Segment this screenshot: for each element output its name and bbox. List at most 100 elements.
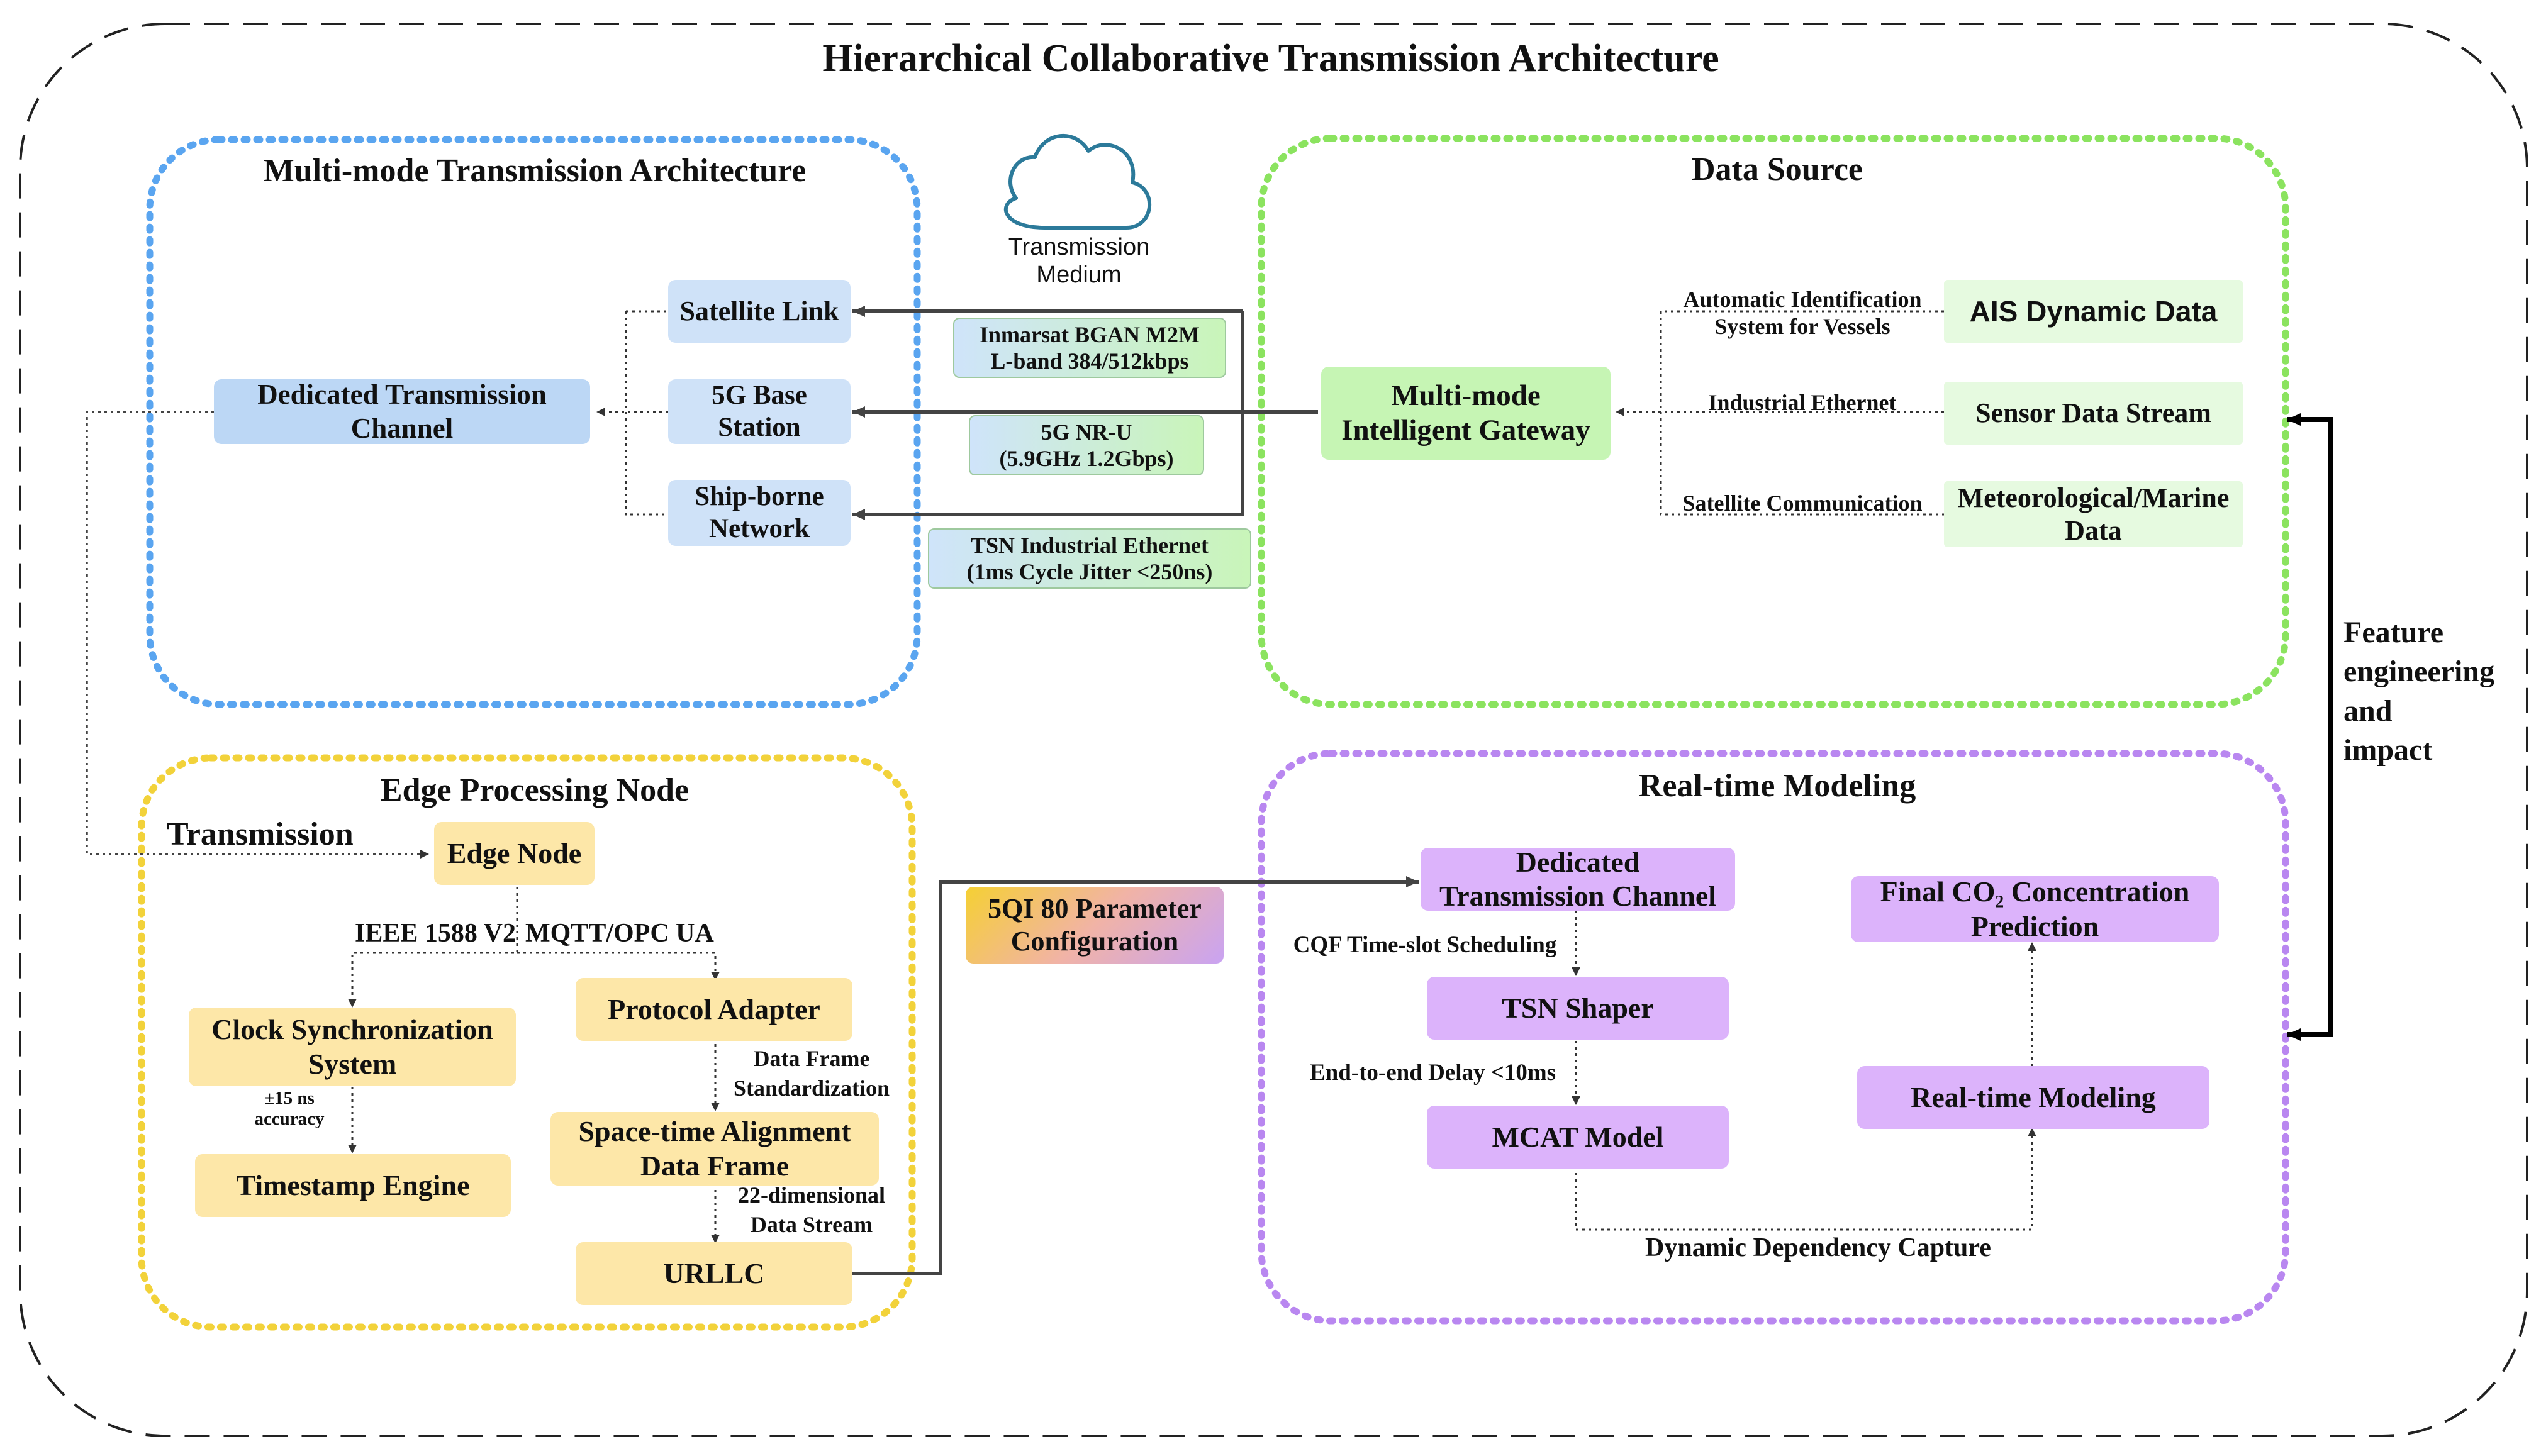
cloud-icon [1003, 134, 1152, 230]
ais-connection-line1: Automatic Identification [1683, 287, 1922, 312]
shipborne-network-box: Ship-borne Network [668, 480, 851, 546]
satellite-link-label: Satellite Link [679, 296, 839, 327]
fiveqi-config-box: 5QI 80 Parameter Configuration [966, 887, 1224, 964]
dedicated-channel-line2: Channel [350, 412, 454, 444]
accuracy-line2: accuracy [254, 1109, 325, 1130]
base-station-box: 5G Base Station [668, 379, 851, 444]
cloud-label-line1: Transmission [1008, 234, 1150, 260]
protocol-adapter-box: Protocol Adapter [576, 978, 852, 1041]
frame-std-line1: Data Frame [753, 1046, 870, 1071]
meteo-data-box: Meteorological/Marine Data [1944, 481, 2243, 547]
spacetime-box: Space-time Alignment Data Frame [550, 1112, 879, 1186]
inmarsat-link-tag: Inmarsat BGAN M2M L-band 384/512kbps [953, 318, 1226, 378]
rt-dedicated-channel-box: Dedicated Transmission Channel [1421, 845, 1735, 912]
gateway-box: Multi-mode Intelligent Gateway [1321, 367, 1611, 460]
timestamp-engine-label: Timestamp Engine [236, 1169, 470, 1201]
cqf-label: CQF Time-slot Scheduling [1293, 932, 1557, 958]
protocol-adapter-label: Protocol Adapter [608, 992, 820, 1025]
mqtt-label: MQTT/OPC UA [525, 919, 714, 948]
datasource-heading: Data Source [1691, 152, 1863, 187]
clock-sync-line2: System [308, 1047, 397, 1080]
stream-line2: Data Stream [750, 1211, 873, 1237]
tsn-link-tag: TSN Industrial Ethernet (1ms Cycle Jitte… [928, 528, 1251, 589]
rt-modeling-label: Real-time Modeling [1911, 1081, 2156, 1113]
clock-sync-line1: Clock Synchronization [211, 1013, 493, 1046]
edge-node-box: Edge Node [434, 822, 595, 885]
urllc-box: URLLC [576, 1242, 852, 1305]
realtime-frame [1258, 750, 2289, 1325]
rt-dedicated-line2: Transmission Channel [1439, 880, 1717, 912]
ais-connection-line2: System for Vessels [1714, 314, 1890, 340]
edge-node-label: Edge Node [447, 836, 582, 869]
urllc-label: URLLC [663, 1257, 765, 1289]
gateway-line2: Intelligent Gateway [1341, 414, 1590, 447]
inmarsat-line2: L-band 384/512kbps [990, 348, 1189, 374]
diagram-title: Hierarchical Collaborative Transmission … [822, 37, 1719, 80]
feedback-line1: Feature [2343, 616, 2444, 649]
ais-data-box: AIS Dynamic Data [1944, 280, 2243, 343]
ais-connection-label: Automatic Identification System for Vess… [1661, 286, 1944, 340]
transmission-label: Transmission [167, 816, 354, 852]
ieee-label: IEEE 1588 V2 [355, 919, 516, 948]
final-prediction-box: Final CO₂ Concentration Prediction [1851, 875, 2219, 942]
realtime-heading: Real-time Modeling [1638, 768, 1916, 804]
ais-data-label: AIS Dynamic Data [1969, 294, 2218, 328]
final-prediction-line1: Final CO₂ Concentration [1880, 875, 2190, 908]
mcat-model-label: MCAT Model [1492, 1120, 1664, 1153]
base-station-line2: Station [718, 412, 801, 442]
tsn-line2: (1ms Cycle Jitter <250ns) [966, 559, 1213, 584]
tsn-line1: TSN Industrial Ethernet [970, 532, 1209, 558]
final-prediction-line2: Prediction [1970, 909, 2099, 942]
delay-label: End-to-end Delay <10ms [1309, 1060, 1556, 1086]
sensor-data-label: Sensor Data Stream [1975, 397, 2211, 429]
sensor-data-box: Sensor Data Stream [1944, 382, 2243, 445]
stream-label: 22-dimensional Data Stream [717, 1181, 906, 1240]
rt-modeling-box: Real-time Modeling [1857, 1066, 2209, 1129]
dependency-label: Dynamic Dependency Capture [1645, 1233, 1991, 1262]
spacetime-line2: Data Frame [640, 1149, 790, 1182]
feedback-label: Feature engineering and impact [2343, 613, 2532, 770]
nru-line1: 5G NR-U [1041, 419, 1132, 445]
feedback-line2: engineering [2343, 655, 2494, 689]
shipborne-line1: Ship-borne [695, 481, 824, 511]
mcat-model-box: MCAT Model [1427, 1106, 1729, 1169]
edge-heading: Edge Processing Node [380, 772, 690, 808]
fiveqi-line1: 5QI 80 Parameter [988, 893, 1202, 925]
meteo-line1: Meteorological/Marine [1957, 482, 2230, 513]
dedicated-channel-box: Dedicated Transmission Channel [214, 379, 590, 444]
tsn-shaper-label: TSN Shaper [1502, 991, 1654, 1024]
shipborne-line2: Network [708, 513, 810, 543]
feedback-line4: impact [2343, 733, 2433, 767]
dedicated-channel-line1: Dedicated Transmission [257, 379, 547, 411]
gateway-line1: Multi-mode [1391, 379, 1541, 412]
nru-line2: (5.9GHz 1.2Gbps) [999, 446, 1174, 471]
spacetime-line1: Space-time Alignment [578, 1115, 851, 1148]
nru-link-tag: 5G NR-U (5.9GHz 1.2Gbps) [969, 415, 1204, 475]
datasource-frame [1258, 135, 2289, 708]
base-station-line1: 5G Base [712, 380, 807, 410]
clock-sync-box: Clock Synchronization System [189, 1008, 516, 1086]
meteo-line2: Data [2065, 514, 2122, 546]
cloud-label: Transmission Medium [969, 234, 1189, 289]
multimode-frame [146, 136, 921, 708]
feedback-line3: and [2343, 694, 2393, 728]
edge-frame [138, 754, 916, 1331]
fiveqi-line2: Configuration [1010, 926, 1179, 957]
outer-frame [19, 23, 2528, 1437]
satellite-link-box: Satellite Link [668, 280, 851, 343]
accuracy-label: ±15 ns accuracy [226, 1088, 352, 1130]
tsn-shaper-box: TSN Shaper [1427, 977, 1729, 1040]
rt-dedicated-line1: Dedicated [1516, 845, 1640, 878]
multimode-heading: Multi-mode Transmission Architecture [263, 153, 807, 189]
cloud-label-line2: Medium [1036, 261, 1122, 288]
ethernet-connection-label: Industrial Ethernet [1708, 390, 1897, 415]
inmarsat-line1: Inmarsat BGAN M2M [980, 321, 1200, 347]
stream-line1: 22-dimensional [737, 1182, 886, 1208]
frame-std-label: Data Frame Standardization [717, 1044, 906, 1103]
timestamp-engine-box: Timestamp Engine [195, 1154, 511, 1217]
satcom-connection-label: Satellite Communication [1682, 491, 1923, 516]
frame-std-line2: Standardization [733, 1075, 890, 1101]
accuracy-line1: ±15 ns [264, 1088, 315, 1108]
